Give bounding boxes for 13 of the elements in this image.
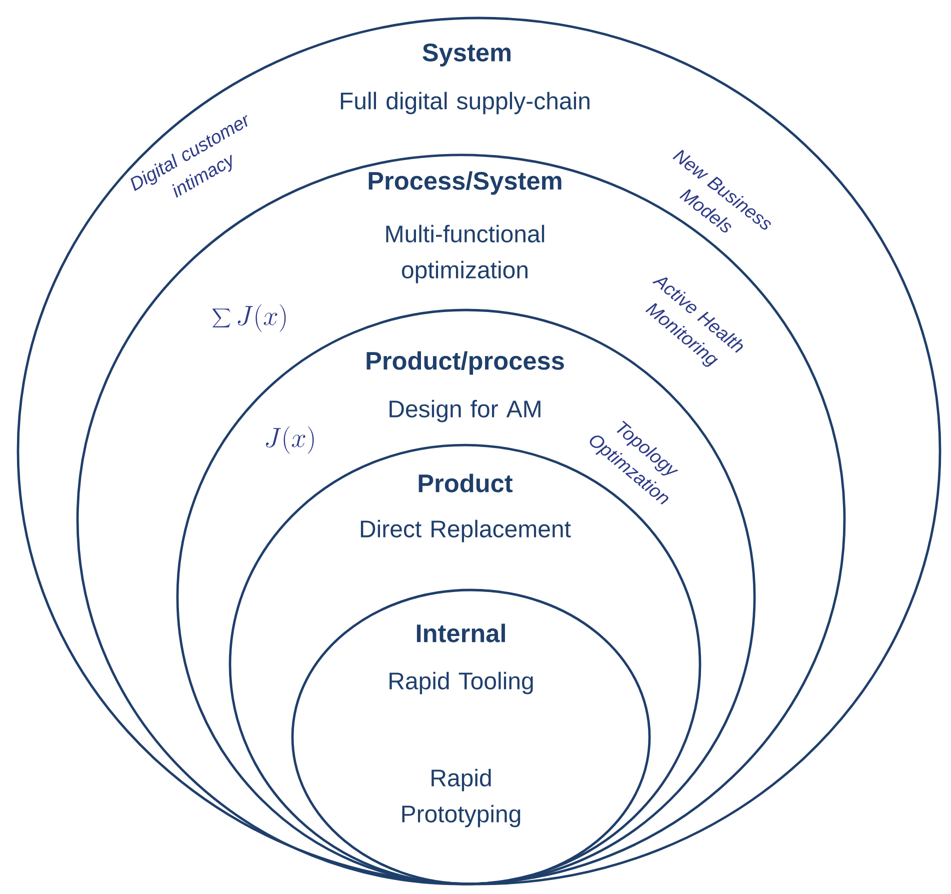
ring-heading: System	[422, 44, 510, 66]
ring-heading: Product	[418, 474, 513, 492]
ring-text: Rapid Tooling	[390, 672, 533, 694]
ring-text: Design for AM	[390, 400, 540, 422]
ring-text: Rapid Prototyping	[402, 768, 520, 828]
formula: $\sum J(x)$	[212, 304, 286, 332]
formula: $J(x)$	[266, 426, 314, 454]
ring-heading: Internal	[416, 624, 505, 642]
ring-text: Multi-functional optimization	[386, 224, 544, 284]
ring-heading: Product/process	[366, 351, 564, 375]
ring-heading: Process/System	[368, 171, 562, 195]
ring-text: Full digital supply-chain	[340, 92, 590, 114]
ring-text: Direct Replacement	[360, 520, 571, 542]
